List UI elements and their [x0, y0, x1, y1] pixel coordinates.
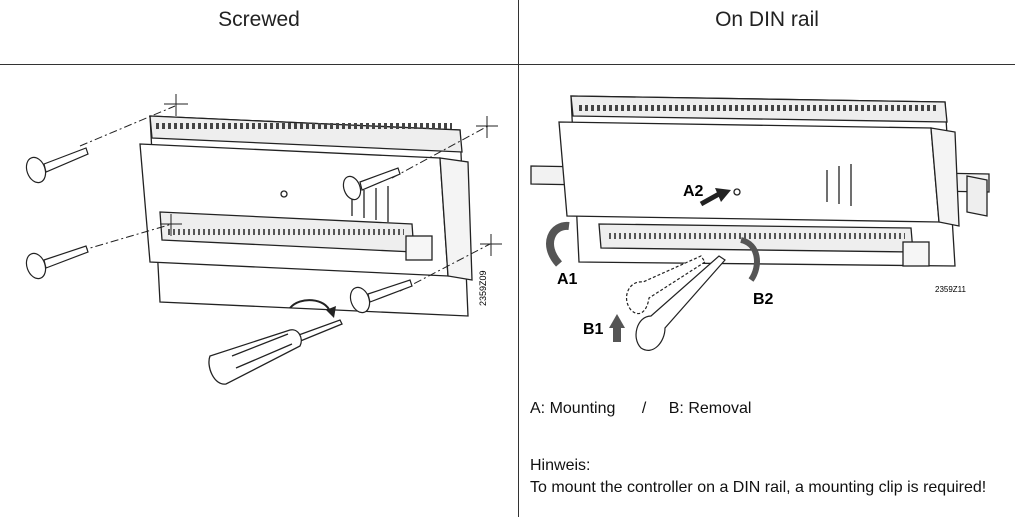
screwed-mounting-illustration: 2359Z09 — [25, 94, 502, 385]
label-a1: A1 — [557, 271, 578, 288]
screwed-figure-code: 2359Z09 — [478, 270, 488, 306]
note-text: To mount the controller on a DIN rail, a… — [530, 479, 987, 496]
legend-removal: B: Removal — [668, 400, 752, 417]
label-a2: A2 — [683, 183, 704, 200]
column-divider — [518, 0, 519, 517]
din-figure-code: 2359Z11 — [935, 285, 967, 294]
legend-mounting: A: Mounting — [530, 400, 616, 417]
screwed-column-title: Screwed — [218, 8, 300, 31]
header-divider — [0, 64, 1015, 65]
din-rail-column-title: On DIN rail — [715, 8, 819, 31]
label-b2: B2 — [753, 291, 774, 308]
note-heading: Hinweis: — [530, 457, 591, 474]
legend-separator: / — [641, 400, 647, 417]
mounting-legend: A: Mounting / B: Removal — [530, 400, 751, 418]
label-b1: B1 — [583, 321, 604, 338]
din-rail-mounting-illustration: A1 A2 B1 B2 2359Z11 — [530, 95, 990, 351]
